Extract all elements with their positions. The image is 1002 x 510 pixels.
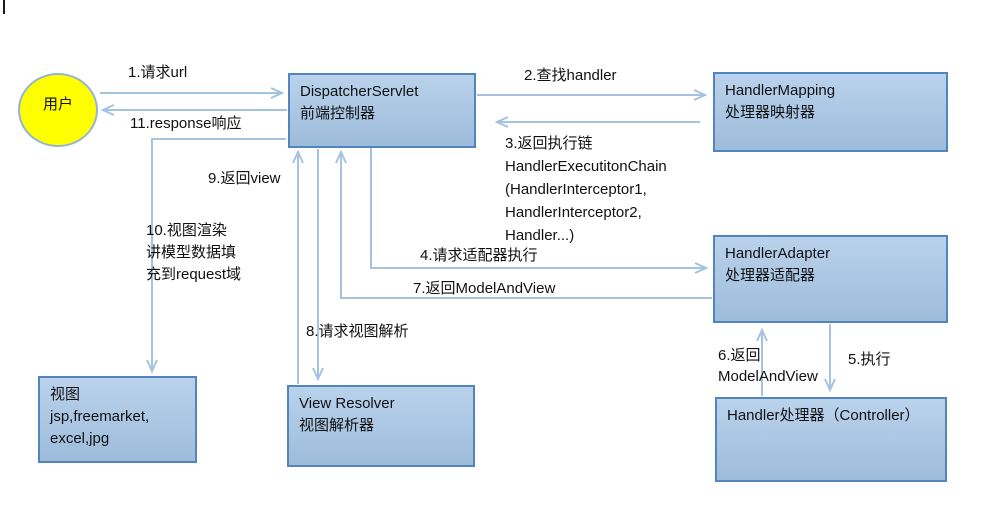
label-step3-line4: HandlerInterceptor2,: [505, 204, 642, 221]
label-step10-line3: 充到request域: [146, 266, 242, 283]
label-step10-line2: 讲模型数据填: [146, 244, 237, 261]
label-step1-request-url: 1.请求url: [128, 64, 188, 81]
dispatcher-servlet-name: DispatcherServlet: [300, 83, 419, 100]
edge-step10-render-view: [152, 138, 286, 371]
view-types-line1: jsp,freemarket,: [50, 408, 150, 425]
label-step5-execute: 5.执行: [848, 351, 891, 368]
dispatcher-servlet-box: DispatcherServlet 前端控制器: [288, 73, 476, 148]
view-box: 视图 jsp,freemarket, excel,jpg: [38, 376, 197, 463]
label-step6-line1: 6.返回: [718, 347, 761, 364]
label-step8-request-view-resolve: 8.请求视图解析: [306, 323, 409, 340]
label-step2-find-handler: 2.查找handler: [524, 67, 617, 84]
label-step4-call-adapter: 4.请求适配器执行: [420, 247, 538, 264]
view-resolver-name: View Resolver: [299, 395, 395, 412]
label-step7-return-modelandview: 7.返回ModelAndView: [413, 280, 556, 297]
view-name: 视图: [50, 386, 81, 403]
view-resolver-box: View Resolver 视图解析器: [287, 385, 475, 467]
handler-mapping-name: HandlerMapping: [725, 82, 836, 99]
user-label: 用户: [42, 95, 73, 113]
dispatcher-servlet-role: 前端控制器: [300, 105, 376, 122]
handler-controller-box: Handler处理器（Controller）: [715, 397, 947, 482]
label-step6-line2: ModelAndView: [718, 368, 818, 385]
label-step11-response: 11.response响应: [130, 115, 242, 132]
handler-adapter-box: HandlerAdapter 处理器适配器: [713, 235, 948, 323]
handler-mapping-box: HandlerMapping 处理器映射器: [713, 72, 948, 152]
stray-mark: [3, 0, 5, 14]
label-step6-return-modelandview: 6.返回 ModelAndView: [718, 345, 818, 387]
label-step3-line1: 3.返回执行链: [505, 135, 593, 152]
edge-step7-return-modelandview-to-dispatcher: [341, 152, 712, 299]
handler-controller-name: Handler处理器（Controller）: [727, 407, 920, 424]
label-step9-return-view: 9.返回view: [208, 170, 281, 187]
edge-step4-call-adapter: [370, 148, 706, 268]
label-step3-line2: HandlerExecutitonChain: [505, 158, 667, 175]
user-ellipse: 用户: [18, 73, 98, 147]
label-step3-line3: (HandlerInterceptor1,: [505, 181, 647, 198]
handler-adapter-name: HandlerAdapter: [725, 245, 831, 262]
label-step10-render-view: 10.视图渲染 讲模型数据填 充到request域: [146, 220, 241, 286]
handler-adapter-role: 处理器适配器: [725, 267, 816, 284]
label-step3-line5: Handler...): [505, 227, 575, 244]
view-resolver-role: 视图解析器: [299, 417, 375, 434]
label-step3-return-execution-chain: 3.返回执行链 HandlerExecutitonChain (HandlerI…: [505, 132, 667, 247]
handler-mapping-role: 处理器映射器: [725, 104, 816, 121]
view-types-line2: excel,jpg: [50, 430, 110, 447]
label-step10-line1: 10.视图渲染: [146, 222, 227, 239]
